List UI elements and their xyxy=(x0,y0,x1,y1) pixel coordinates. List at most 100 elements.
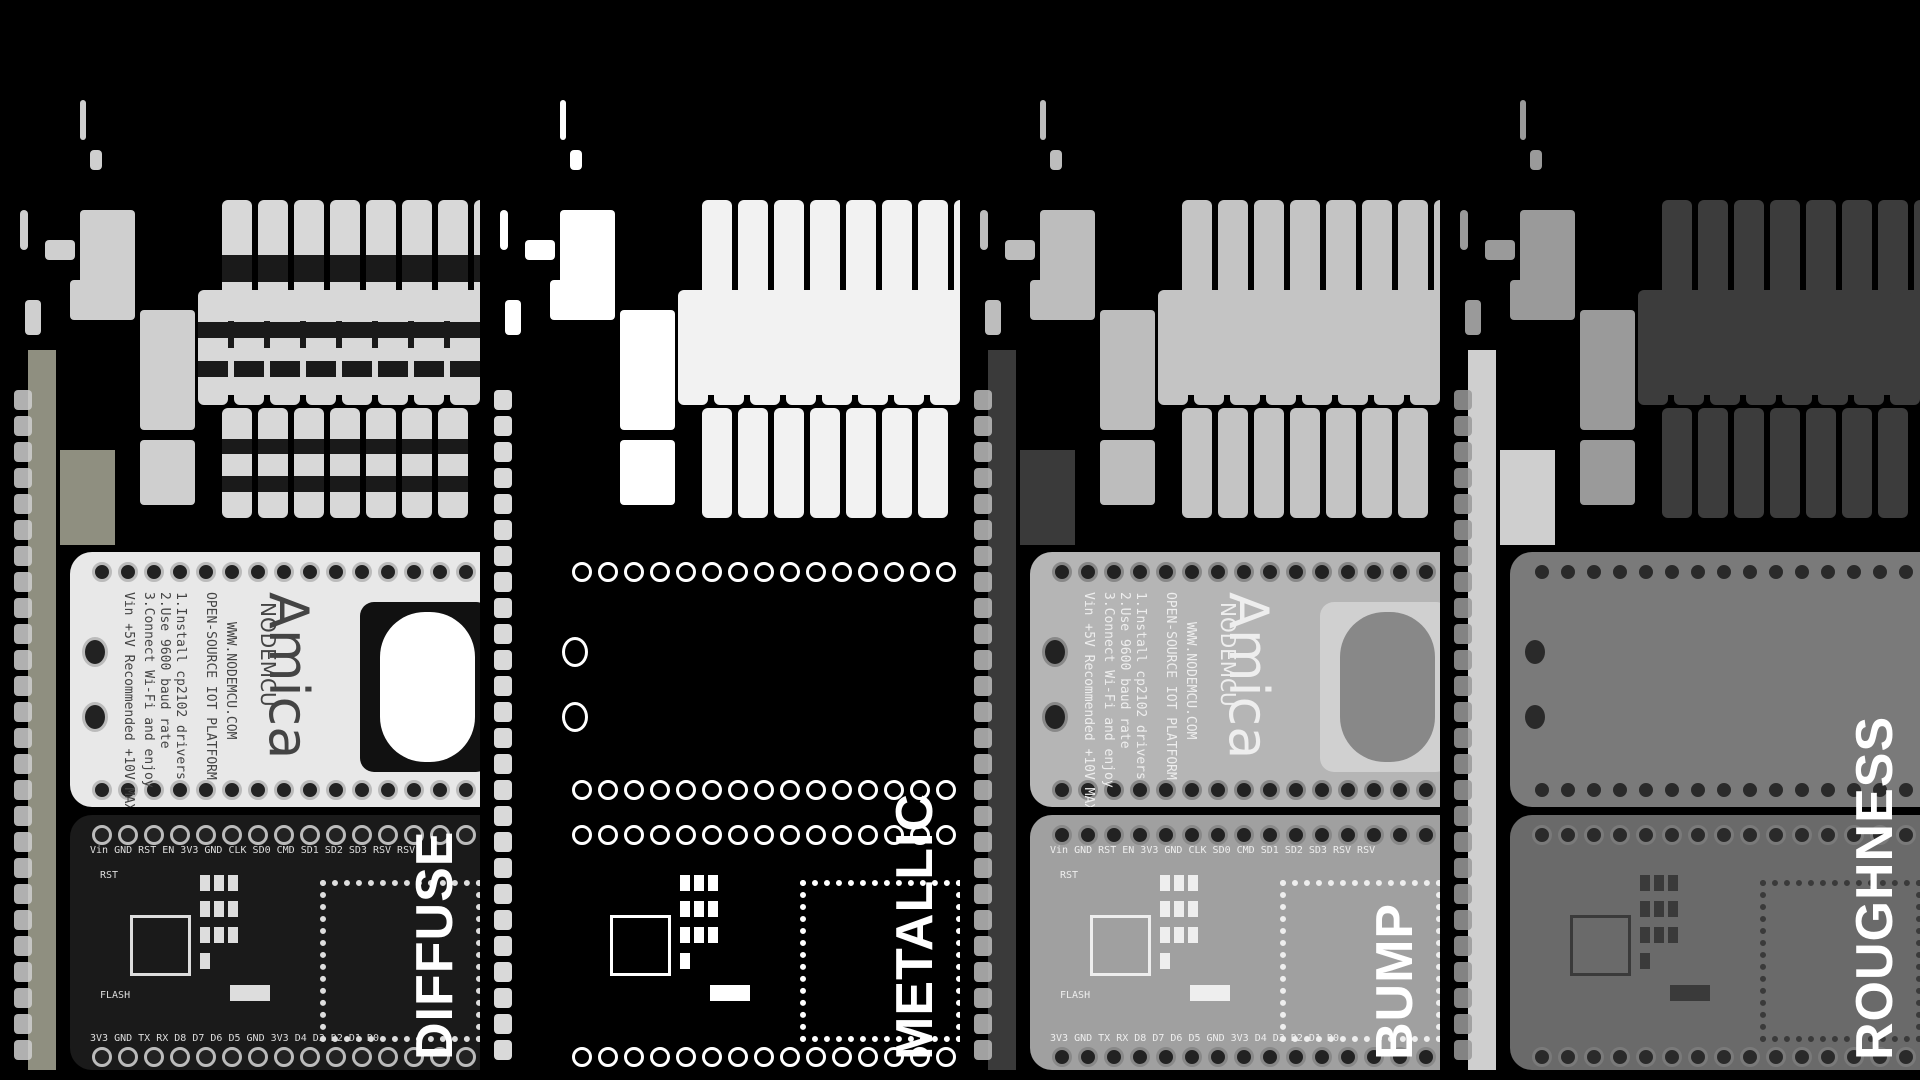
pcb-hole xyxy=(1416,562,1436,582)
pcb-hole xyxy=(728,780,748,800)
usb-chip xyxy=(610,915,671,976)
header-pin-bar xyxy=(1698,408,1728,518)
pcb-hole xyxy=(1416,1047,1436,1067)
flash-label: FLASH xyxy=(1060,990,1091,1001)
header-pin-bar xyxy=(1254,408,1284,518)
trace-fragment xyxy=(980,210,988,250)
flash-label: FLASH xyxy=(100,990,131,1001)
side-pad xyxy=(974,650,992,670)
smd-pad xyxy=(1160,875,1170,891)
side-pad xyxy=(974,546,992,566)
esp-module xyxy=(1760,880,1920,1042)
pcb-hole xyxy=(1338,562,1358,582)
pcb-hole xyxy=(1740,1047,1760,1067)
header-pin-bar xyxy=(1398,408,1428,518)
connector-block xyxy=(1040,210,1095,320)
pcb-hole xyxy=(1688,780,1708,800)
side-pad xyxy=(14,780,32,800)
smd-pad xyxy=(694,875,704,891)
pcb-hole xyxy=(1584,1047,1604,1067)
side-pad xyxy=(14,1014,32,1034)
header-pin-bar xyxy=(786,290,816,405)
bar-band xyxy=(438,438,468,455)
pcb-hole xyxy=(1208,825,1228,845)
pcb-hole xyxy=(1338,825,1358,845)
bar-band xyxy=(222,476,252,492)
pin-labels-top: Vin GND RST EN 3V3 GND CLK SD0 CMD SD1 S… xyxy=(90,845,416,856)
pcb-hole xyxy=(1416,825,1436,845)
pcb-hole xyxy=(378,1047,398,1067)
header-pin-bar xyxy=(450,290,480,405)
pcb-bottom-board: Vin GND RST EN 3V3 GND CLK SD0 CMD SD1 S… xyxy=(1030,815,1440,1070)
side-pad xyxy=(14,910,32,930)
smd-pad xyxy=(680,875,690,891)
pcb-hole xyxy=(300,780,320,800)
side-pad xyxy=(974,832,992,852)
header-pin-bar xyxy=(1374,290,1404,405)
pcb-hole xyxy=(118,1047,138,1067)
pcb-hole xyxy=(1870,1047,1890,1067)
pcb-hole xyxy=(300,1047,320,1067)
header-pin-bar xyxy=(402,408,432,518)
bar-band xyxy=(366,254,396,282)
side-pad xyxy=(14,390,32,410)
vertical-strip xyxy=(540,450,595,545)
pcb-hole xyxy=(884,562,904,582)
pcb-hole xyxy=(910,1047,930,1067)
smd-pad xyxy=(214,927,224,943)
smd-pad xyxy=(1654,927,1664,943)
pcb-hole xyxy=(858,1047,878,1067)
trace-fragment xyxy=(1040,100,1046,140)
pcb-hole xyxy=(1792,1047,1812,1067)
pcb-hole xyxy=(1156,562,1176,582)
pin-labels-top: Vin GND RST EN 3V3 GND CLK SD0 CMD SD1 S… xyxy=(1050,845,1376,856)
pcb-hole xyxy=(1286,562,1306,582)
header-pin-bar xyxy=(1218,408,1248,518)
pcb-hole xyxy=(650,825,670,845)
pcb-hole xyxy=(1610,562,1630,582)
texture-label-roughness: ROUGHNESS xyxy=(1846,715,1904,1060)
bar-band xyxy=(270,361,300,378)
usb-chip xyxy=(130,915,191,976)
pcb-hole xyxy=(118,562,138,582)
pcb-hole xyxy=(1104,825,1124,845)
side-pad xyxy=(1454,624,1472,644)
pcb-hole xyxy=(1688,825,1708,845)
pcb-hole xyxy=(1714,825,1734,845)
side-pad xyxy=(494,468,512,488)
side-pad xyxy=(1454,962,1472,982)
smd-pad xyxy=(1670,985,1710,1001)
pcb-hole xyxy=(676,780,696,800)
side-pad xyxy=(974,780,992,800)
pcb-hole xyxy=(650,780,670,800)
side-pad xyxy=(974,624,992,644)
side-pad xyxy=(14,962,32,982)
vertical-strip xyxy=(28,350,56,1070)
side-pad xyxy=(974,806,992,826)
side-pad xyxy=(1454,520,1472,540)
pcb-hole xyxy=(92,562,112,582)
pcb-hole xyxy=(456,1047,476,1067)
header-pin-bar xyxy=(858,290,888,405)
pcb-hole xyxy=(326,825,346,845)
header-pin-bar xyxy=(1878,408,1908,518)
pcb-hole xyxy=(1896,825,1916,845)
pcb-hole xyxy=(572,562,592,582)
panel-metallic: METALLIC xyxy=(480,0,960,1080)
connector-block xyxy=(1580,440,1635,505)
pcb-hole xyxy=(1130,825,1150,845)
pcb-hole xyxy=(858,780,878,800)
pcb-hole xyxy=(676,562,696,582)
bar-band xyxy=(366,438,396,455)
side-pad xyxy=(1454,832,1472,852)
pcb-hole xyxy=(300,825,320,845)
pcb-hole xyxy=(1532,562,1552,582)
pcb-hole xyxy=(858,825,878,845)
side-pad xyxy=(14,416,32,436)
trace-fragment xyxy=(45,240,75,260)
smd-pad xyxy=(228,901,238,917)
mount-hole xyxy=(562,637,588,667)
bar-band xyxy=(438,476,468,492)
side-pad xyxy=(1454,806,1472,826)
side-pad xyxy=(14,494,32,514)
